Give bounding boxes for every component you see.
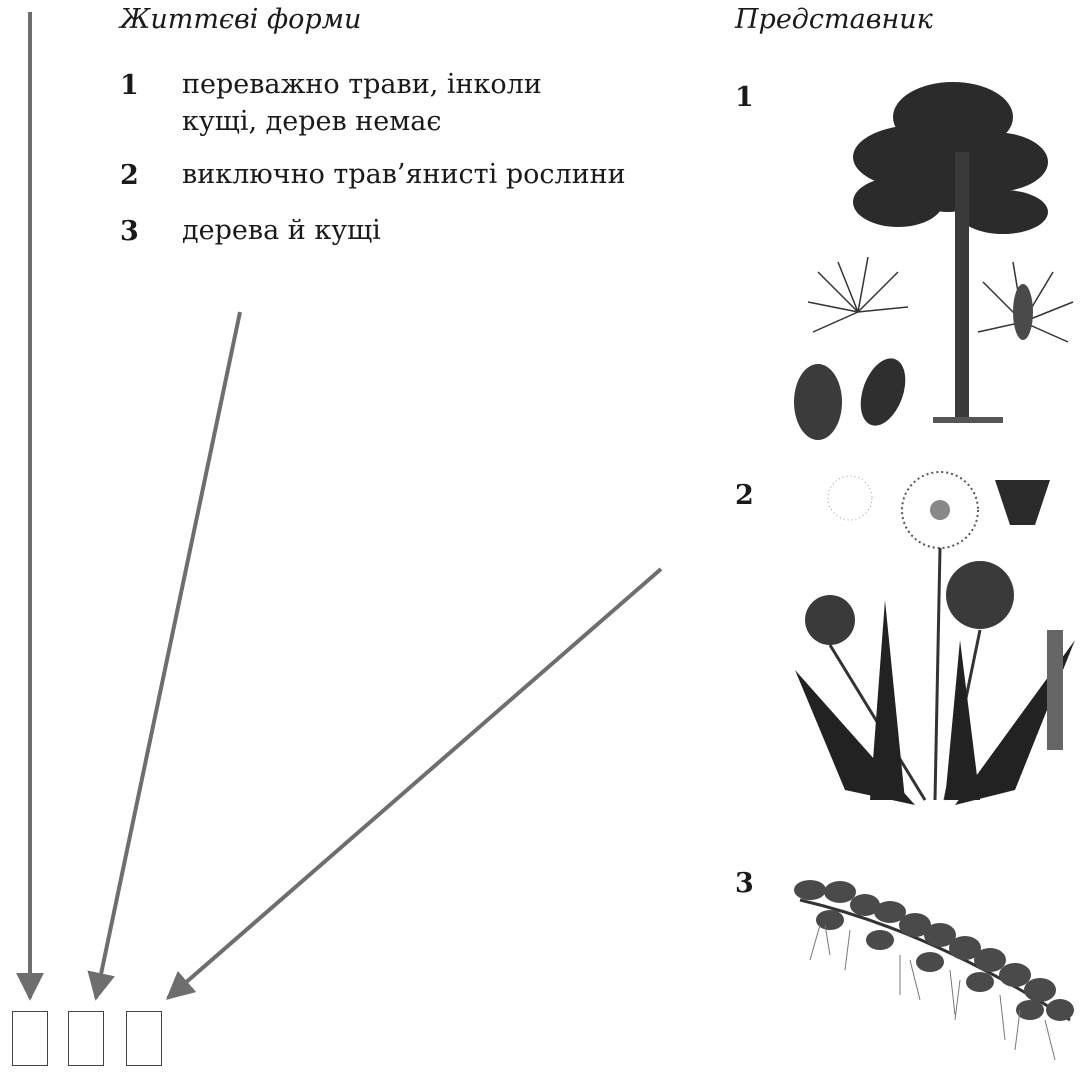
dandelion-illustration bbox=[785, 470, 1085, 840]
arrow-3 bbox=[168, 569, 661, 998]
salvinia-illustration bbox=[790, 870, 1080, 1070]
answer-box-1[interactable] bbox=[12, 1011, 48, 1066]
pine-tree-illustration bbox=[778, 62, 1078, 442]
answer-box-3[interactable] bbox=[126, 1011, 162, 1066]
answer-box-2[interactable] bbox=[68, 1011, 104, 1066]
arrow-2 bbox=[96, 312, 240, 998]
